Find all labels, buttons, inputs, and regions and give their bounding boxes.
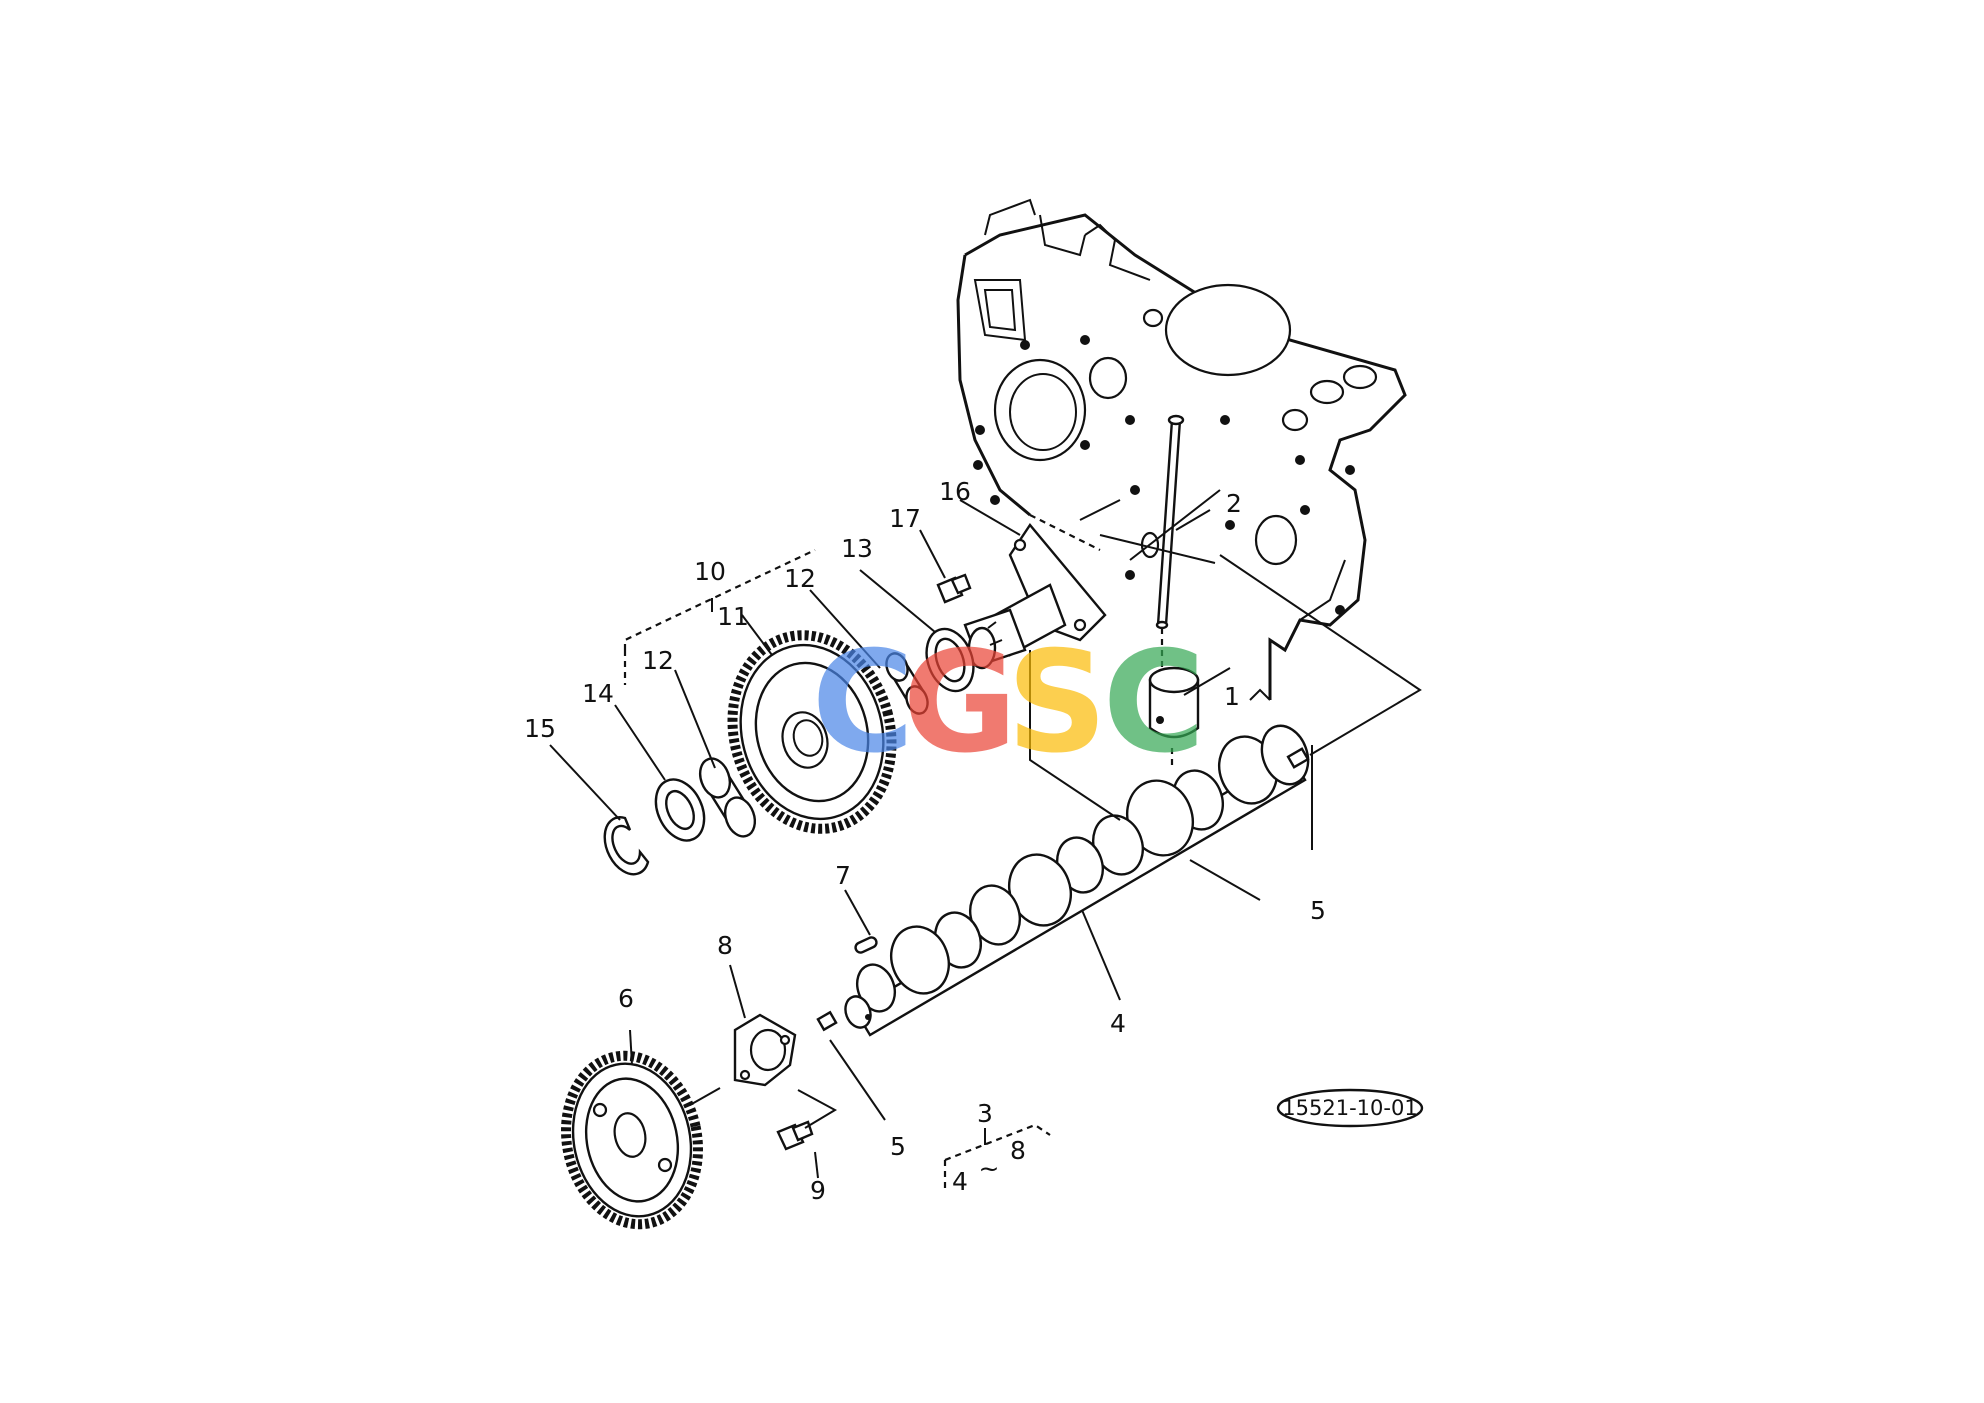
callout-14: 14 — [582, 679, 614, 708]
gear-bushing — [698, 757, 757, 838]
callout-8: 8 — [717, 931, 733, 960]
callout-12-upper: 12 — [784, 564, 816, 593]
callout-17: 17 — [889, 504, 921, 533]
callout-2: 2 — [1226, 489, 1242, 518]
callout-4-range: 4 — [952, 1167, 968, 1196]
callout-9: 9 — [810, 1176, 826, 1205]
set-screw-bottom — [816, 1010, 838, 1032]
callout-5-bottom: 5 — [890, 1132, 906, 1161]
callout-4: 4 — [1110, 1009, 1126, 1038]
thrust-washer — [925, 627, 975, 693]
watermark-letter-s: S — [1007, 622, 1108, 785]
leader-lines — [549, 489, 1422, 1190]
camshaft — [844, 724, 1310, 1037]
bolt — [936, 573, 972, 604]
callout-6: 6 — [618, 984, 634, 1013]
watermark: C G S C — [812, 622, 1206, 785]
callout-10: 10 — [694, 557, 726, 586]
bushing — [885, 652, 929, 715]
callout-11: 11 — [717, 602, 749, 631]
callout-13: 13 — [841, 534, 873, 563]
callout-7: 7 — [835, 861, 851, 890]
watermark-letter-g: G — [903, 622, 1018, 785]
reference-code-tag: 15521-10-01 — [1276, 1088, 1424, 1128]
push-rod — [1155, 414, 1185, 630]
set-screw-top — [1286, 747, 1310, 769]
callout-5-top: 5 — [1310, 896, 1326, 925]
callout-16: 16 — [939, 477, 971, 506]
range-separator: ~ — [979, 1154, 1000, 1183]
callout-3: 3 — [977, 1099, 993, 1128]
circlip — [603, 816, 650, 876]
watermark-letter-c1: C — [812, 622, 915, 785]
callout-12-lower: 12 — [642, 646, 674, 675]
callout-8-range: 8 — [1010, 1136, 1026, 1165]
callout-15: 15 — [524, 714, 556, 743]
gear-case-housing — [956, 198, 1407, 701]
watermark-letter-c2: C — [1103, 622, 1206, 785]
idle-gear — [727, 630, 897, 834]
feather-key — [854, 936, 878, 954]
cam-gear — [561, 1050, 703, 1230]
callout-labels: 1 2 3 4 4 ~ 8 5 5 6 7 8 9 10 11 12 12 13… — [524, 477, 1326, 1205]
camshaft-stopper — [733, 1013, 797, 1087]
reference-code: 15521-10-01 — [1282, 1096, 1417, 1120]
callout-1: 1 — [1224, 682, 1240, 711]
collar — [654, 778, 706, 842]
